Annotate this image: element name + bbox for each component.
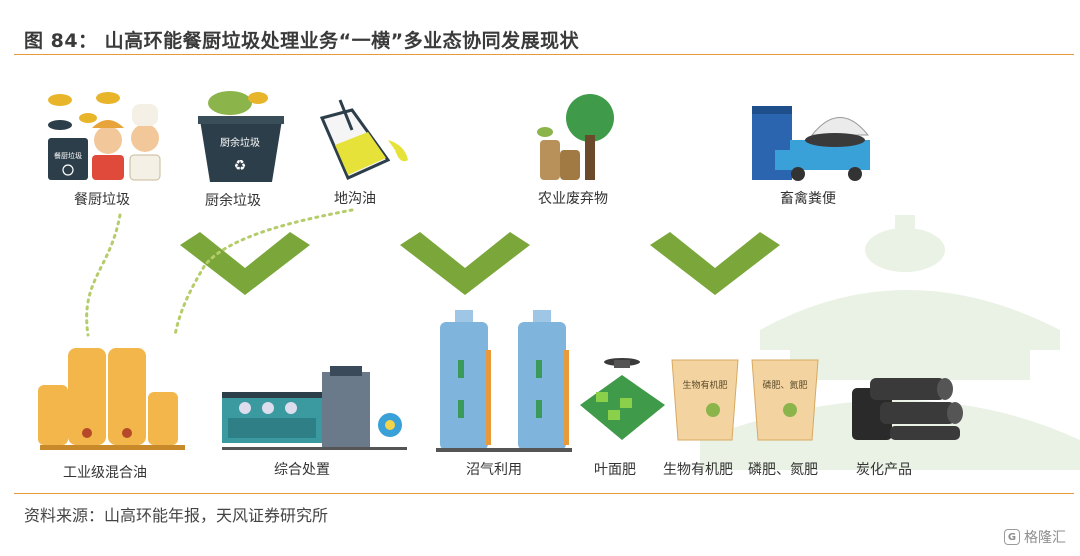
- recycle-icon: ♻: [234, 158, 247, 174]
- output-label-foliar-fertilizer: 叶面肥: [594, 462, 636, 478]
- output-label-industrial-oil: 工业级混合油: [63, 465, 147, 481]
- brand-watermark: G 格隆汇: [1004, 527, 1066, 547]
- fertilizer-bag-icon: 生物有机肥 磷肥、氮肥: [671, 359, 819, 441]
- input-label-kitchen-waste: 餐厨垃圾: [74, 192, 130, 208]
- biogas-tower-icon: [436, 310, 572, 452]
- livestock-manure-icon: [752, 106, 870, 181]
- brand-logo-icon: G: [1004, 529, 1020, 545]
- bag-label: 磷肥、氮肥: [762, 379, 807, 390]
- input-label-agricultural-waste: 农业废弃物: [538, 191, 608, 207]
- input-label-livestock-manure: 畜禽粪便: [780, 191, 836, 207]
- industrial-oil-tank-icon: [38, 348, 185, 450]
- output-label-comprehensive-disposal: 综合处置: [274, 462, 330, 478]
- chevron-icon: [180, 232, 780, 295]
- foliar-fertilizer-icon: [580, 358, 665, 440]
- food-waste-bin-text: 厨余垃圾: [220, 136, 260, 149]
- output-label-carbonized-products: 炭化产品: [856, 462, 912, 478]
- source-note: 资料来源：山高环能年报，天风证券研究所: [24, 506, 329, 525]
- dotted-connector: [85, 208, 354, 337]
- bag-label: 生物有机肥: [682, 379, 727, 390]
- top-divider: [14, 54, 1074, 55]
- carbonized-product-icon: [852, 378, 963, 440]
- output-label-bio-organic-fertilizer: 生物有机肥: [663, 462, 733, 478]
- figure-title: 图 84： 山高环能餐厨垃圾处理业务“一横”多业态协同发展现状: [24, 30, 580, 52]
- input-label-gutter-oil: 地沟油: [334, 191, 376, 207]
- input-label-food-waste: 厨余垃圾: [205, 193, 261, 209]
- agricultural-waste-icon: [537, 94, 614, 180]
- food-waste-bin-icon: 厨余垃圾 ♻: [198, 91, 284, 182]
- disposal-machine-icon: [222, 366, 407, 450]
- kitchen-waste-bin-text: 餐厨垃圾: [54, 151, 82, 160]
- output-label-biogas: 沼气利用: [466, 462, 522, 478]
- bottom-divider: [14, 493, 1074, 494]
- gutter-oil-icon: [319, 99, 408, 180]
- kitchen-waste-icon: 餐厨垃圾: [48, 92, 161, 181]
- brand-name: 格隆汇: [1024, 530, 1066, 546]
- output-label-phosphate-nitrogen-fertilizer: 磷肥、氮肥: [748, 462, 818, 478]
